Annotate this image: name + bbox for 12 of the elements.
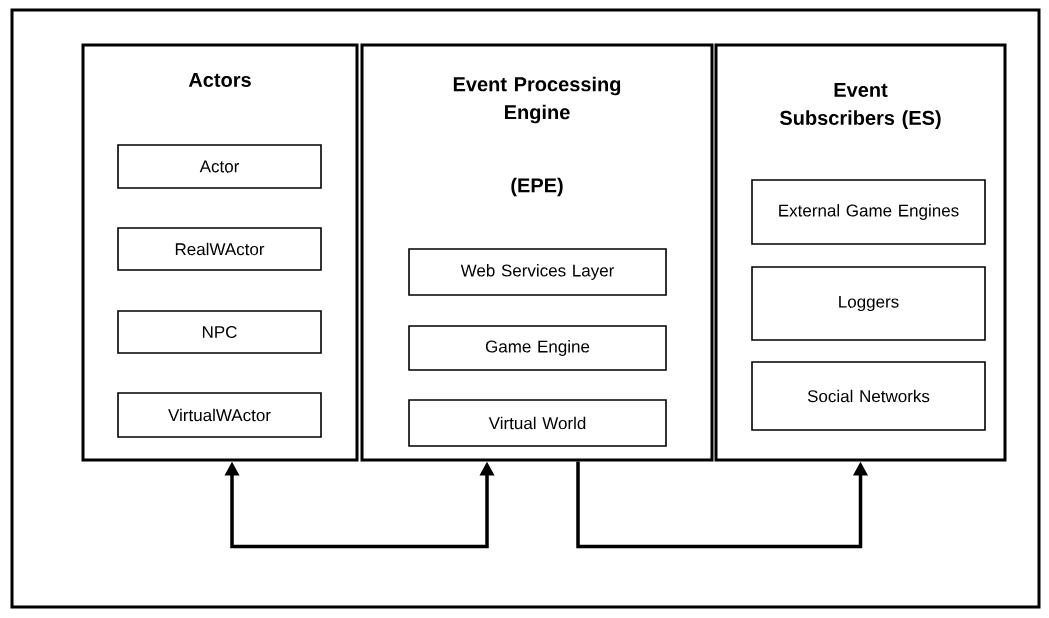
component-box: Loggers [751, 266, 986, 341]
component-box: Virtual World [408, 399, 667, 447]
component-box: External Game Engines [751, 179, 986, 245]
component-box: Web Services Layer [408, 248, 667, 296]
component-box: Actor [117, 144, 322, 189]
component-box: Game Engine [408, 325, 667, 371]
node-label: (EPE) [511, 177, 563, 197]
component-box: VirtualWActor [117, 392, 322, 438]
node-label: Event Processing Engine [453, 76, 621, 124]
component-box: RealWActor [117, 227, 322, 271]
component-box: NPC [117, 310, 322, 354]
component-box: Social Networks [751, 361, 986, 431]
